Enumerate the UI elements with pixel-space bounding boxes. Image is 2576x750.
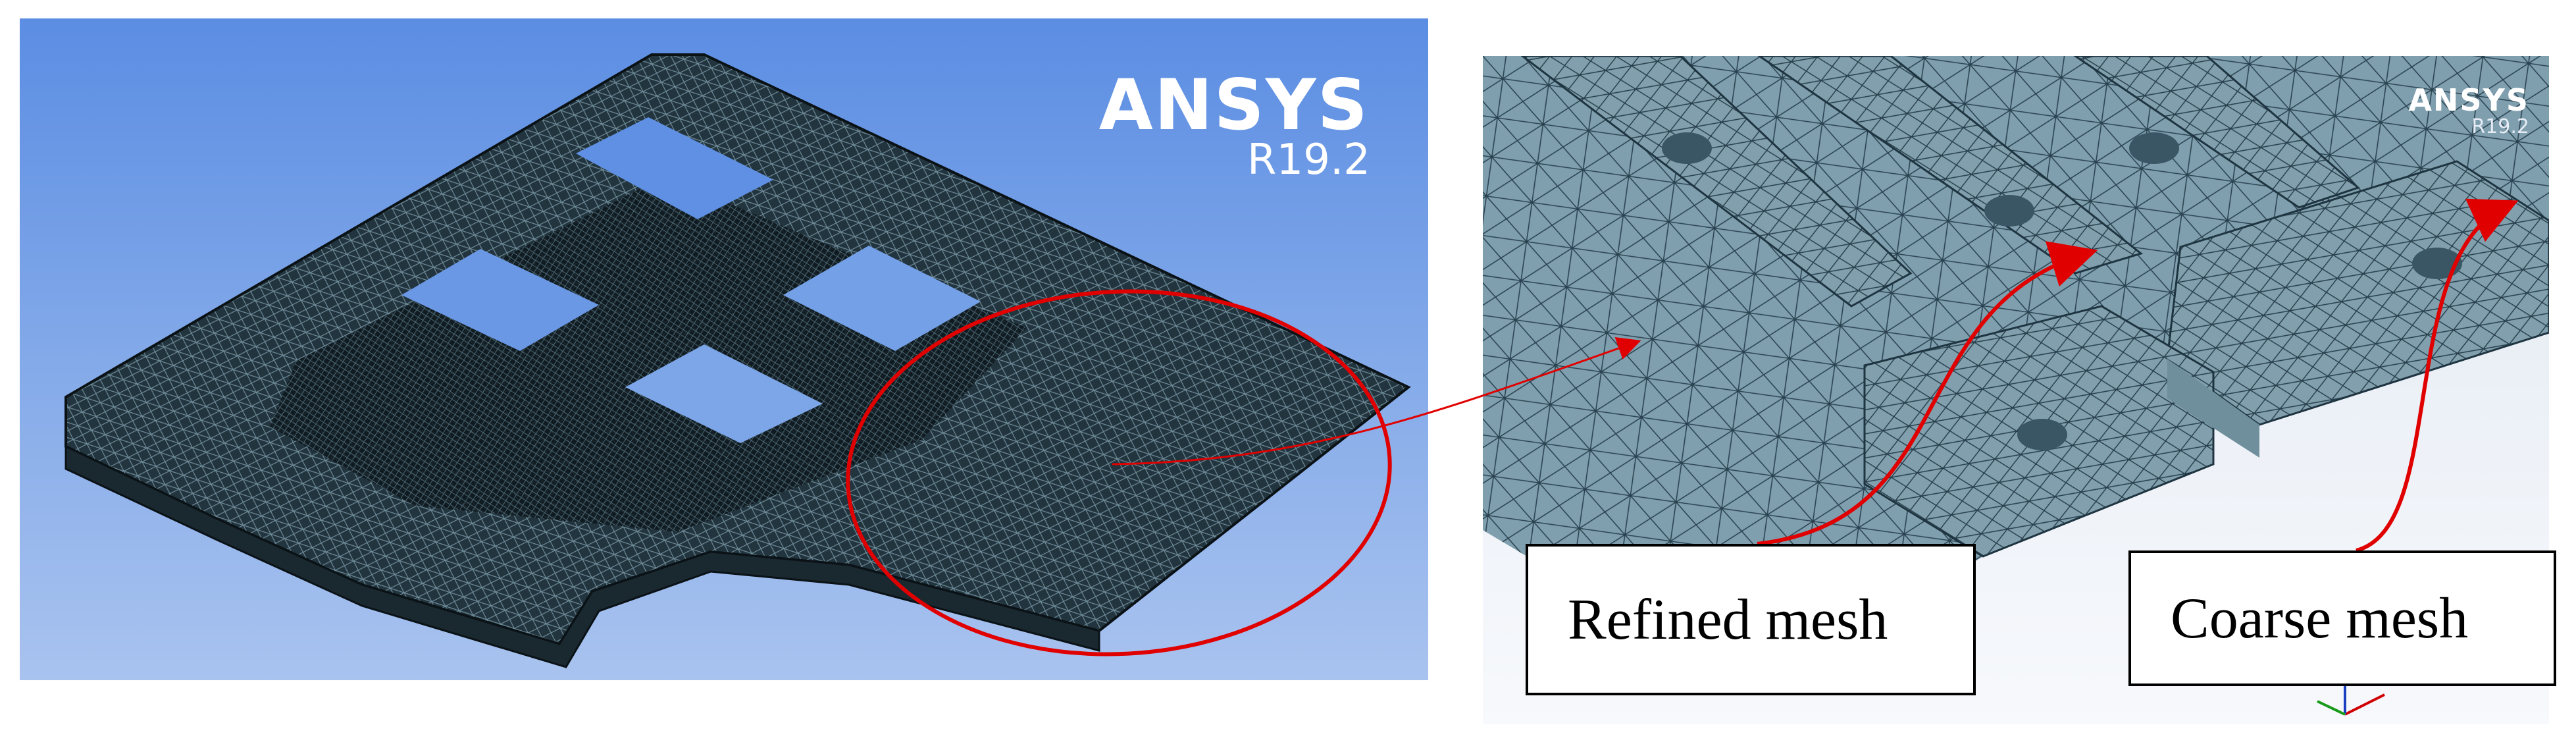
hole-1 xyxy=(1662,132,1712,164)
hole-5 xyxy=(2412,248,2462,279)
opening-bottom xyxy=(625,344,823,443)
ansys-logo-text: ANSYS xyxy=(1098,65,1369,146)
hole-3 xyxy=(2129,132,2179,164)
axis-triad-z xyxy=(2317,700,2346,716)
detail-side-face xyxy=(2167,359,2259,458)
axis-triad-x xyxy=(2344,693,2385,716)
detail-rib-3 xyxy=(2073,56,2360,209)
ansys-logo-text-small: ANSYS xyxy=(2408,82,2529,118)
full-model-view: ANSYS R19.2 xyxy=(20,18,1428,680)
ansys-version-text-small: R19.2 xyxy=(2471,115,2529,138)
opening-left xyxy=(401,249,599,351)
hole-2 xyxy=(1984,195,2034,227)
opening-right xyxy=(783,246,981,351)
hole-4 xyxy=(2017,419,2067,450)
refined-mesh-label: Refined mesh xyxy=(1526,544,1976,695)
coarse-mesh-label: Coarse mesh xyxy=(2128,550,2556,686)
ansys-version-text: R19.2 xyxy=(1247,136,1370,184)
plate-side-face xyxy=(64,444,1100,668)
full-model-mesh-graphic xyxy=(64,53,1411,668)
opening-top xyxy=(576,117,773,219)
detail-rib-2 xyxy=(1757,56,2144,275)
